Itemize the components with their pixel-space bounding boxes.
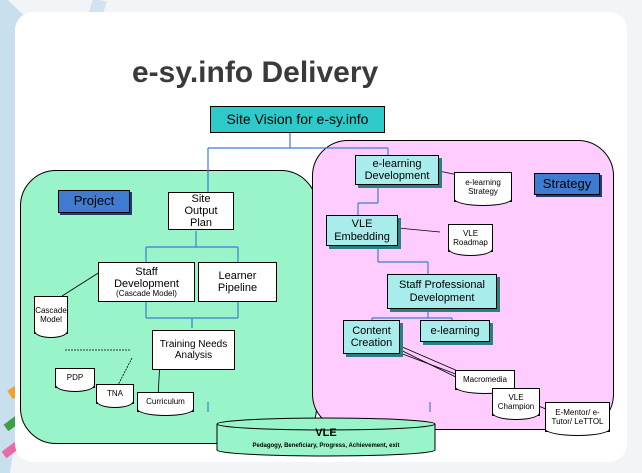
vle-roadmap-document: VLE Roadmap [448, 224, 493, 256]
macromedia-document: Macromedia [455, 370, 515, 394]
vle-cylinder-shape [216, 417, 436, 457]
curriculum-document: Curriculum [137, 392, 194, 416]
vle-label: VLE [315, 427, 337, 439]
site-output-plan-node: Site Output Plan [168, 192, 234, 230]
content-creation-node: Content Creation [343, 320, 400, 354]
vle-champion-document: VLE Champion [492, 388, 540, 420]
staff-professional-development-node: Staff Professional Development [387, 274, 497, 309]
cascade-model-document: Cascade Model [34, 296, 68, 338]
elearning-node: e-learning [420, 320, 490, 342]
strategy-label-box: Strategy [534, 173, 600, 195]
staff-development-label: Staff Development [114, 265, 179, 290]
pdp-document: PDP [55, 368, 95, 392]
staff-development-node: Staff Development (Cascade Model) [98, 262, 195, 302]
learner-pipeline-node: Learner Pipeline [198, 262, 277, 302]
staff-development-sublabel: (Cascade Model) [116, 288, 177, 298]
vle-sublabel: Pedagogy, Beneficiary, Progress, Achieve… [252, 443, 400, 449]
slide-title: e-sy.info Delivery [132, 56, 379, 89]
vle-embedding-node: VLE Embedding [326, 215, 398, 246]
elearning-development-node: e-learning Development [355, 155, 439, 185]
site-vision-box: Site Vision for e-sy.info [210, 106, 385, 133]
project-label-box: Project [58, 190, 130, 213]
tna-document: TNA [96, 384, 134, 408]
e-mentor-document: E-Mentor/ e-Tutor/ LeTTOL [545, 402, 610, 436]
training-needs-analysis-node: Training Needs Analysis [152, 330, 235, 370]
elearning-strategy-document: e-learning Strategy [454, 172, 512, 206]
